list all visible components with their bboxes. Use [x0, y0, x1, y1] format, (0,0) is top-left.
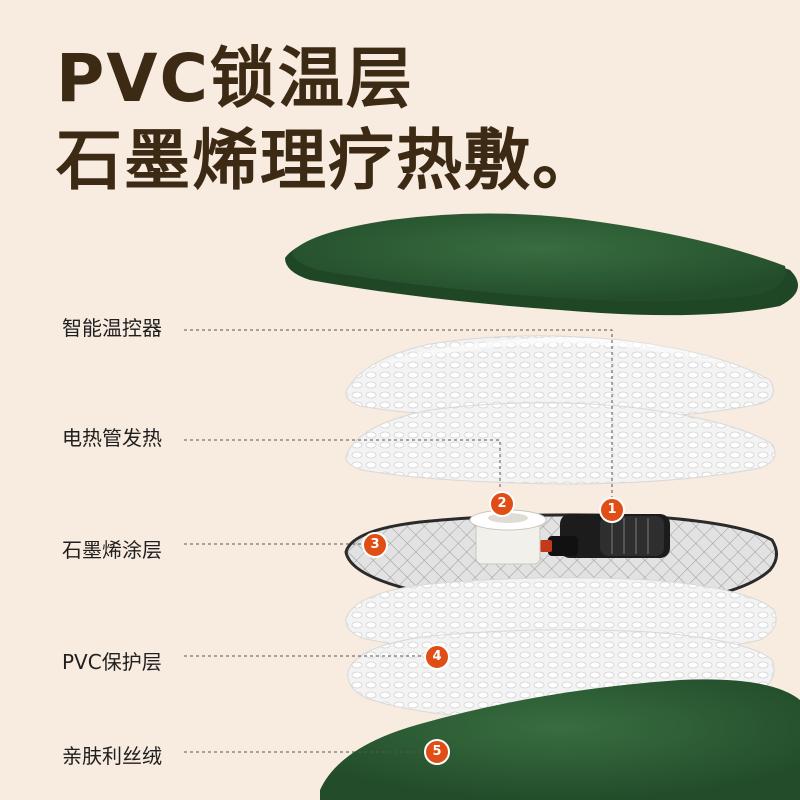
badge-5: 5 — [424, 739, 450, 765]
badge-2: 2 — [489, 491, 515, 517]
headline: PVC锁温层 石墨烯理疗热敷。 — [56, 38, 600, 202]
label-velvet: 亲肤利丝绒 — [62, 744, 162, 768]
leader-lines — [184, 329, 613, 753]
top-velvet-layer — [285, 213, 798, 316]
heating-connector — [469, 509, 547, 565]
thermostat-controller — [540, 514, 670, 558]
label-smart-thermostat: 智能温控器 — [62, 316, 162, 340]
badge-3: 3 — [362, 532, 388, 558]
label-pvc-protection: PVC保护层 — [62, 650, 162, 674]
label-heating-tube: 电热管发热 — [62, 426, 162, 450]
badge-4: 4 — [424, 644, 450, 670]
bottom-velvet-layer — [320, 679, 800, 800]
label-graphene-coating: 石墨烯涂层 — [62, 538, 162, 562]
headline-line-1: PVC锁温层 — [56, 40, 414, 117]
badge-1: 1 — [599, 497, 625, 523]
headline-line-2: 石墨烯理疗热敷。 — [56, 122, 600, 199]
heating-tube-layer — [345, 402, 776, 485]
